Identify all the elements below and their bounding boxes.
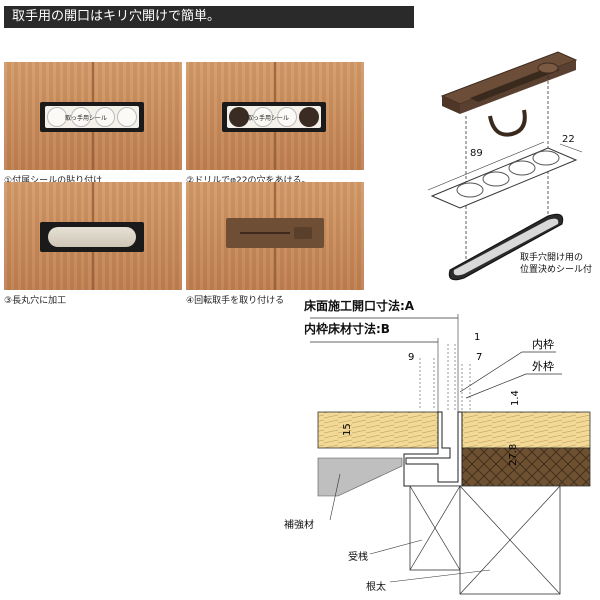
dim-9: 9 [408,352,414,363]
dim-7: 7 [476,352,482,363]
dim-1-4: 1.4 [510,390,521,406]
sticker-text: 取っ手用シール [247,115,290,122]
positioning-sticker [430,147,578,209]
substrate-board [459,447,591,487]
drilled-sticker: 取っ手用シール [227,106,321,128]
exploded-view-diagram: 89 22 [427,51,583,281]
step-1-caption: ①付属シールの貼り付け [4,176,103,186]
handle-illustration [440,51,578,137]
dim-27-8: 27.8 [508,444,519,466]
dim-1: 1 [474,332,480,343]
opening-dimension-label: 床面施工開口寸法:A [304,299,415,313]
oval-slot [48,227,136,247]
reinforcement [317,457,403,497]
step-4-photo [186,182,364,290]
sleeper-label: 受桟 [348,552,368,563]
dim-15: 15 [342,423,353,436]
rotating-handle [226,218,324,248]
position-sticker: 取っ手用シール [45,106,139,128]
sticker-note-1: 取手穴開け用の [520,253,584,263]
step-2-caption: ②ドリルでφ22の穴をあける。 [186,176,311,186]
page-title: 取手用の開口はキリ穴開けで簡単。 [4,6,414,28]
inner-floor-dimension-label: 内枠床材寸法:B [304,322,390,336]
reinforcement-label: 補強材 [284,520,314,531]
step-2-photo: 取っ手用シール [186,62,364,170]
cross-section-diagram: 9 1 7 内枠 外枠 15 27.8 1.4 [310,314,591,595]
step-3-photo [4,182,182,290]
frame-profile [403,411,463,487]
floor-slot [448,213,564,281]
outer-frame-label: 外枠 [532,359,554,373]
dim-length: 89 [470,148,483,159]
sticker-text: 取っ手用シール [65,115,108,122]
step-1-photo: 取っ手用シール [4,62,182,170]
joist-label: 根太 [366,582,386,593]
floor-board-right [459,411,591,449]
step-4-caption: ④回転取手を取り付ける [186,296,285,306]
dim-width: 22 [562,134,575,145]
floor-board-left [317,411,441,449]
inner-frame-label: 内枠 [532,337,554,351]
sticker-note-2: 位置決めシール付 [520,265,593,275]
step-3-caption: ③長丸穴に加工 [4,296,67,306]
